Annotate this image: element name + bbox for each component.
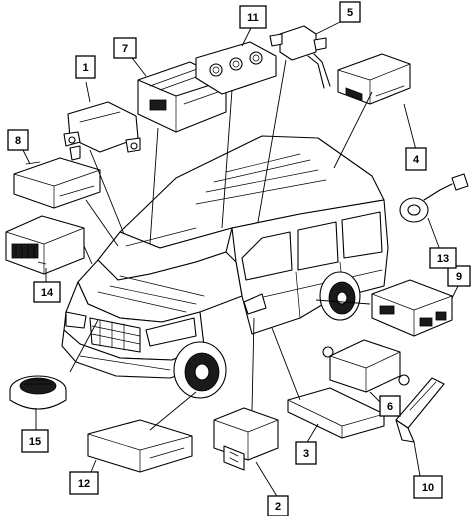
module-3-flat-controller	[287, 387, 385, 439]
leader-lines	[21, 21, 459, 499]
callout-13: 13	[429, 247, 457, 269]
module-13-clockspring	[399, 173, 469, 223]
svg-text:10: 10	[422, 482, 434, 494]
callout-9: 9	[447, 265, 471, 287]
module-15-round-unit	[9, 375, 67, 410]
svg-text:4: 4	[413, 154, 420, 166]
module-12-long-controller	[87, 419, 193, 473]
svg-text:14: 14	[41, 287, 54, 299]
callout-14: 14	[33, 281, 61, 303]
svg-text:6: 6	[387, 401, 393, 413]
svg-text:2: 2	[275, 501, 281, 513]
svg-text:1: 1	[82, 62, 88, 74]
callout-7: 7	[113, 37, 137, 59]
svg-text:8: 8	[15, 135, 21, 147]
svg-text:7: 7	[122, 43, 128, 55]
svg-text:11: 11	[247, 12, 259, 24]
module-10-long-sensor	[395, 377, 445, 443]
module-6-controller	[322, 339, 410, 393]
svg-text:15: 15	[29, 436, 41, 448]
module-5-sensor	[269, 25, 331, 89]
module-1-bracket	[63, 101, 141, 161]
module-9-controller	[371, 279, 453, 337]
svg-text:13: 13	[437, 253, 449, 265]
svg-text:9: 9	[456, 271, 462, 283]
callout-12: 12	[69, 471, 99, 495]
module-2-connector	[213, 407, 279, 471]
callout-1: 1	[75, 55, 96, 79]
callout-11: 11	[239, 5, 267, 29]
callout-2: 2	[267, 495, 289, 516]
callout-8: 8	[7, 129, 29, 151]
callout-15: 15	[21, 429, 49, 453]
module-14-airbag-control	[5, 215, 85, 275]
module-8-flat-controller	[13, 157, 101, 209]
svg-text:5: 5	[347, 7, 353, 19]
module-11-switch-bank	[195, 41, 277, 95]
callout-4: 4	[405, 147, 427, 171]
module-4-controller	[337, 53, 411, 105]
callout-6: 6	[379, 395, 401, 417]
svg-text:12: 12	[78, 478, 90, 490]
minivan-illustration	[61, 135, 389, 399]
callout-3: 3	[295, 441, 317, 465]
svg-text:3: 3	[303, 448, 309, 460]
callout-5: 5	[339, 1, 361, 23]
callout-10: 10	[413, 475, 443, 499]
